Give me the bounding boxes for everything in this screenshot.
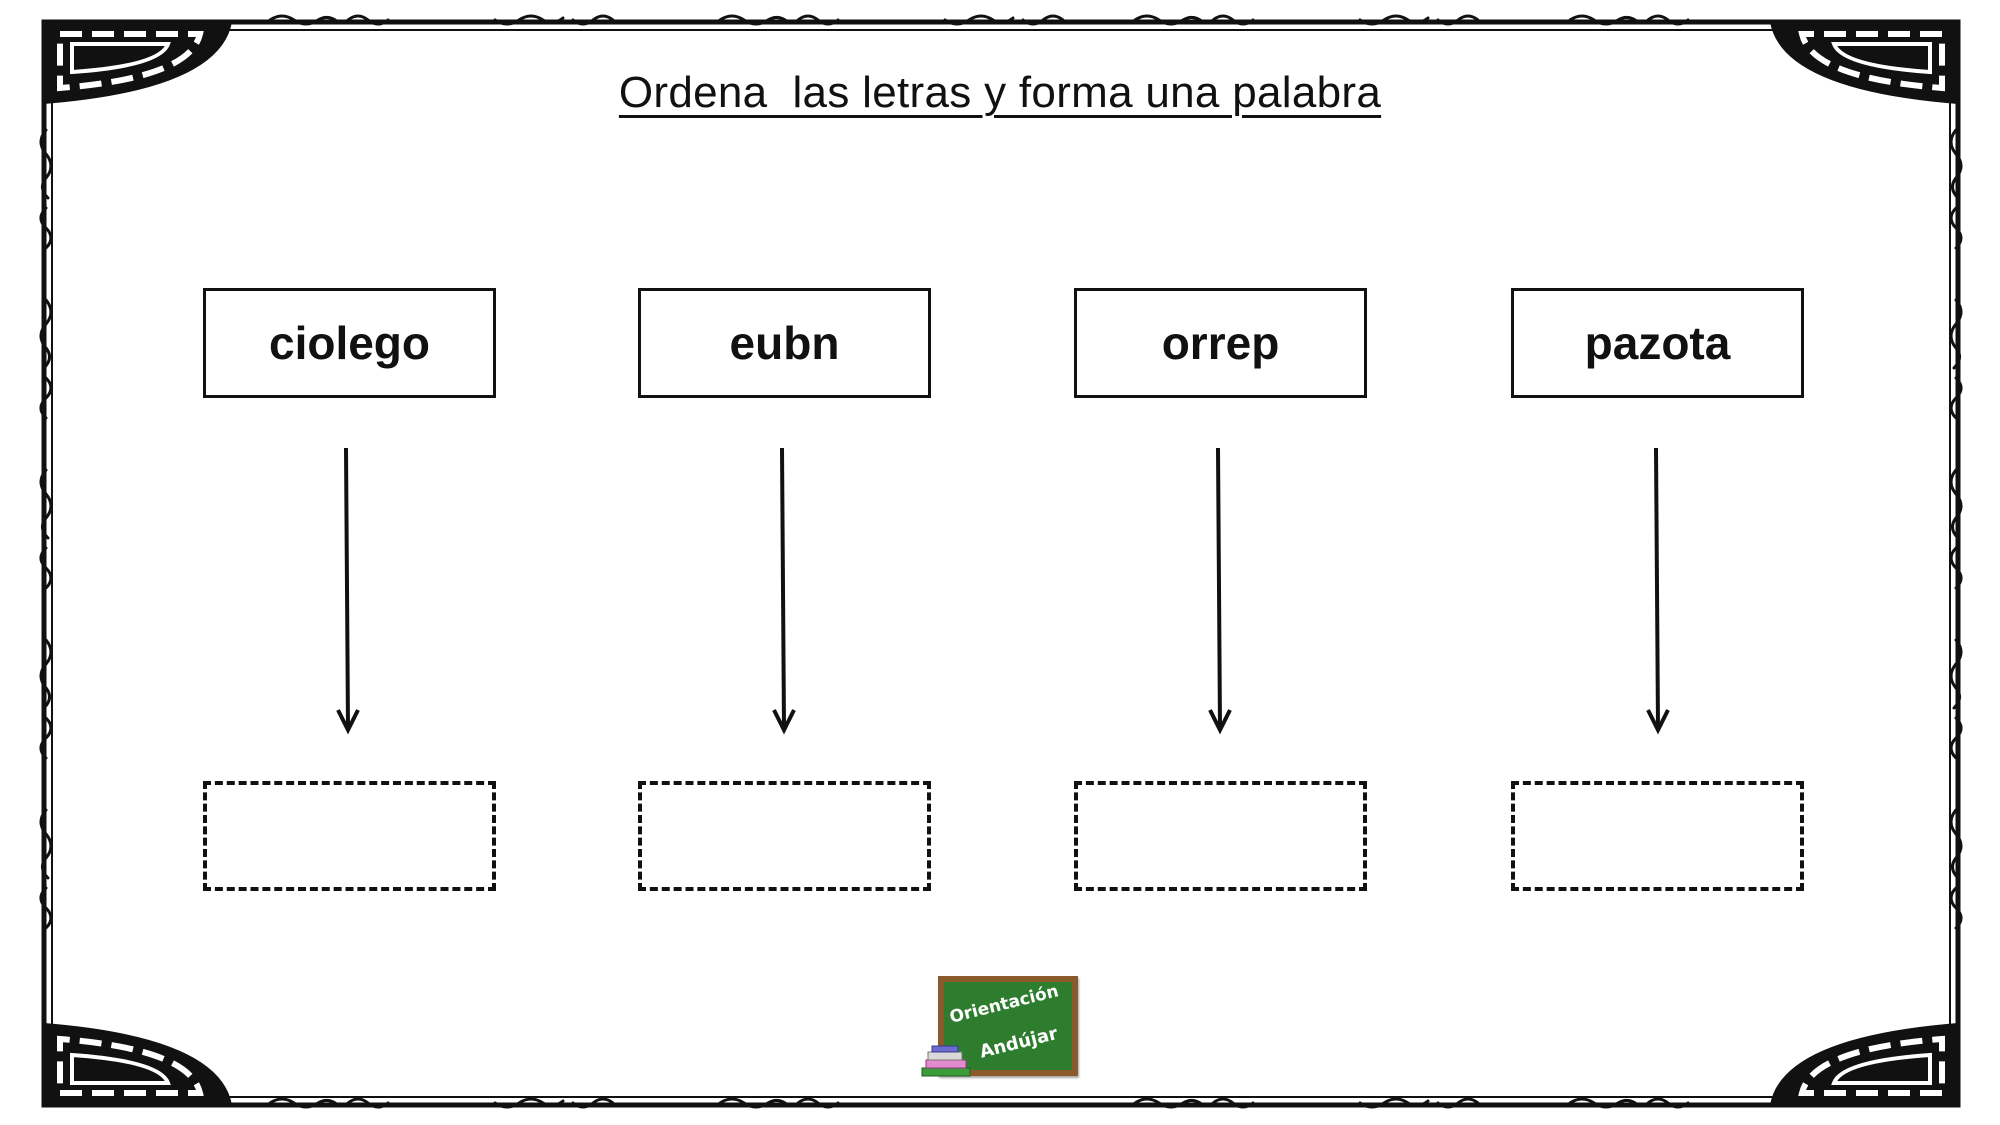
logo-text-line1: Orientación [947,982,1061,1028]
orientacion-andujar-logo: Orientación Andújar [918,972,1082,1077]
logo-text-line2: Andújar [977,1023,1060,1063]
down-arrow-icon [772,447,796,735]
chalkboard-frame: Orientación Andújar [938,976,1078,1076]
down-arrow-icon [1646,447,1670,735]
corner-ornament-top-right [1770,22,1958,104]
corner-ornament-bottom-left [44,1023,232,1105]
answer-box[interactable] [1511,781,1804,891]
corner-ornament-bottom-right [1770,1023,1958,1105]
chalkboard: Orientación Andújar [944,982,1072,1070]
answer-box[interactable] [638,781,931,891]
scrambled-word-box: pazota [1511,288,1804,398]
books-icon [921,1045,971,1077]
answer-box[interactable] [1074,781,1367,891]
scrambled-word-box: ciolego [203,288,496,398]
worksheet-title: Ordena las letras y forma una palabra [618,68,1382,117]
down-arrow-icon [1208,447,1232,735]
corner-ornament-top-left [44,22,232,104]
scrambled-word-box: eubn [638,288,931,398]
scrambled-word-box: orrep [1074,288,1367,398]
answer-box[interactable] [203,781,496,891]
down-arrow-icon [336,447,360,735]
